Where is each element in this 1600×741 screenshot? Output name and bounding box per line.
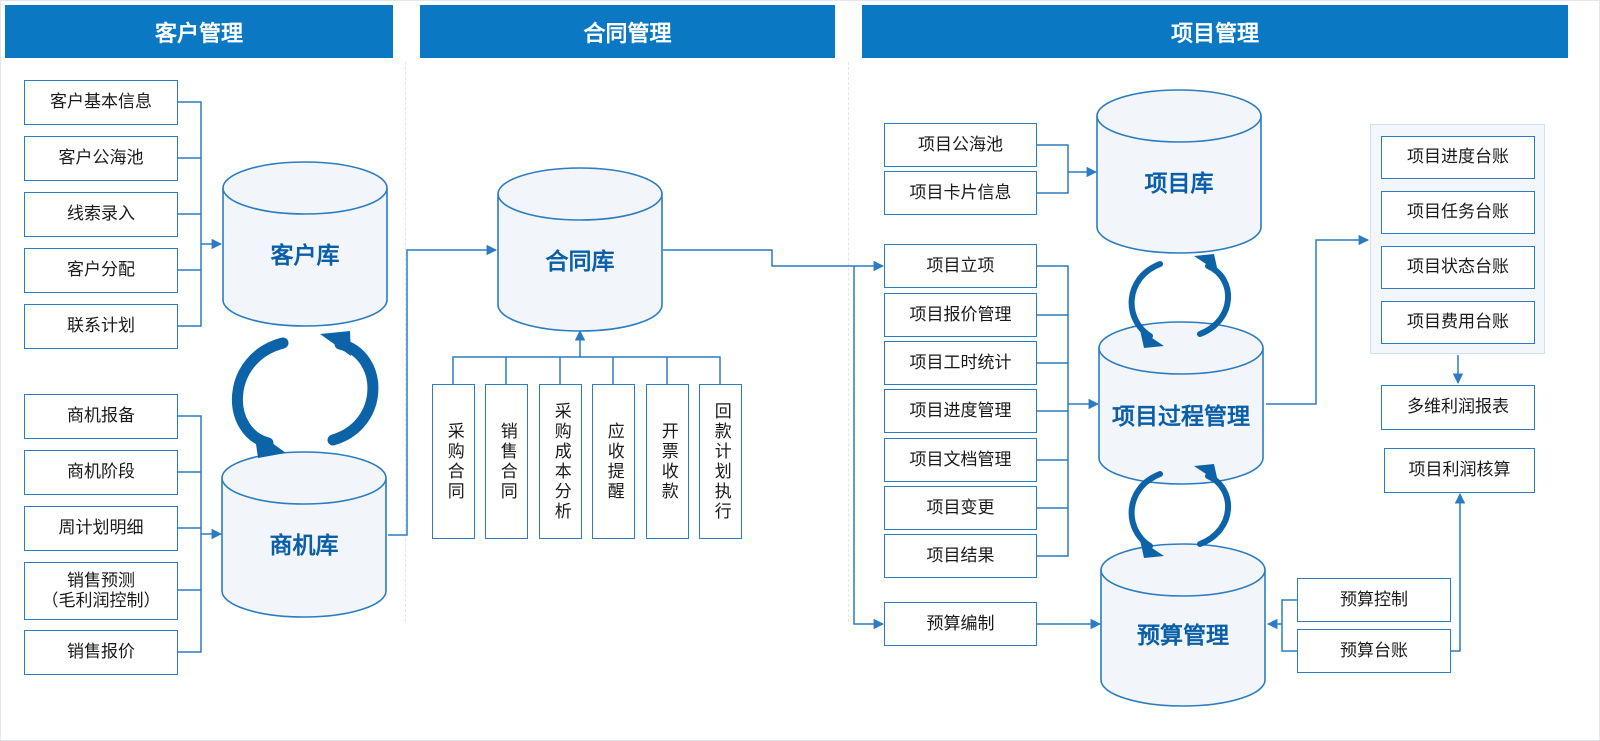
customer-db-cylinder — [222, 161, 388, 327]
project-process-item: 项目变更 — [884, 486, 1037, 530]
contract-sub-item: 销售合同 — [485, 384, 528, 539]
project-db-label: 项目库 — [1144, 171, 1214, 198]
project-process-item: 项目结果 — [884, 534, 1037, 578]
cycle-arrowhead — [320, 331, 351, 356]
profit-accounting-box: 项目利润核算 — [1384, 448, 1535, 493]
budget-item: 预算台账 — [1297, 629, 1451, 673]
customer-item: 联系计划 — [24, 304, 178, 349]
section-divider — [405, 62, 406, 622]
project-process-item: 项目工时统计 — [884, 341, 1037, 385]
ledger-item: 项目费用台账 — [1381, 301, 1535, 344]
opportunity-item: 周计划明细 — [24, 506, 178, 551]
project-pool-item: 项目公海池 — [884, 123, 1037, 167]
customer-item: 客户公海池 — [24, 136, 178, 181]
ledger-item: 项目状态台账 — [1381, 246, 1535, 289]
opportunity-item: 销售预测 （毛利润控制） — [24, 562, 178, 620]
customer-item: 客户基本信息 — [24, 80, 178, 125]
customer-item: 线索录入 — [24, 192, 178, 237]
connector-contract-items — [452, 356, 721, 384]
project-process-item: 项目文档管理 — [884, 438, 1037, 482]
section-divider — [848, 62, 849, 622]
customer-db-label: 客户库 — [270, 243, 340, 270]
customer-item: 客户分配 — [24, 248, 178, 293]
ledger-item: 项目进度台账 — [1381, 136, 1535, 179]
connector-opportunity-items — [178, 415, 202, 653]
cycle-arrowhead — [254, 430, 286, 458]
cycle-arrows-process-budget — [1128, 471, 1232, 549]
contract-sub-item: 开票收款 — [646, 384, 689, 539]
cycle-arrows-project-process — [1128, 261, 1232, 339]
opportunity-db-label: 商机库 — [269, 533, 339, 560]
connector-pool-items — [1037, 144, 1069, 194]
opportunity-item: 商机阶段 — [24, 450, 178, 495]
opportunity-item: 商机报备 — [24, 394, 178, 439]
contract-management-header: 合同管理 — [420, 5, 835, 58]
contract-sub-item: 应收提醒 — [592, 384, 635, 539]
ledger-item: 项目任务台账 — [1381, 191, 1535, 234]
arrow-to-budget-edit — [853, 266, 885, 630]
cycle-arrowhead — [1140, 540, 1164, 558]
connector-budget-items — [1281, 599, 1297, 652]
cycle-arrowhead — [1140, 330, 1164, 348]
arrow-process-to-ledgers — [1266, 234, 1370, 405]
project-process-item: 项目进度管理 — [884, 389, 1037, 433]
cycle-arrows-customer-opportunity — [232, 337, 379, 449]
process-db-cylinder — [1098, 321, 1264, 485]
opportunity-item: 销售报价 — [24, 630, 178, 675]
opportunity-db-cylinder — [221, 451, 387, 618]
project-process-item: 项目立项 — [884, 244, 1037, 288]
arrow-budget-ledger-to-profit-accounting — [1451, 492, 1466, 652]
budget-item: 预算控制 — [1297, 578, 1451, 622]
arrow-opportunity-to-contract — [388, 244, 498, 536]
contract-sub-item: 采购成本分析 — [539, 384, 582, 539]
cycle-arrowhead — [1194, 254, 1218, 272]
project-db-cylinder — [1096, 89, 1262, 254]
budget-edit-item: 预算编制 — [884, 602, 1037, 646]
connector-customer-items — [178, 101, 202, 327]
contract-sub-item: 回款计划执行 — [699, 384, 742, 539]
budget-db-label: 预算管理 — [1137, 623, 1229, 650]
customer-management-header: 客户管理 — [5, 5, 393, 58]
budget-db-cylinder — [1100, 543, 1266, 707]
project-management-header: 项目管理 — [862, 5, 1568, 58]
profit-report-box: 多维利润报表 — [1381, 385, 1535, 430]
project-pool-item: 项目卡片信息 — [884, 171, 1037, 215]
contract-sub-item: 采购合同 — [432, 384, 475, 539]
process-db-label: 项目过程管理 — [1112, 404, 1250, 431]
contract-db-cylinder — [497, 167, 663, 332]
connector-contract-to-project — [663, 249, 854, 267]
project-process-item: 项目报价管理 — [884, 293, 1037, 337]
contract-db-label: 合同库 — [545, 249, 615, 276]
cycle-arrowhead — [1194, 464, 1218, 482]
connector-process-items — [1037, 265, 1069, 557]
